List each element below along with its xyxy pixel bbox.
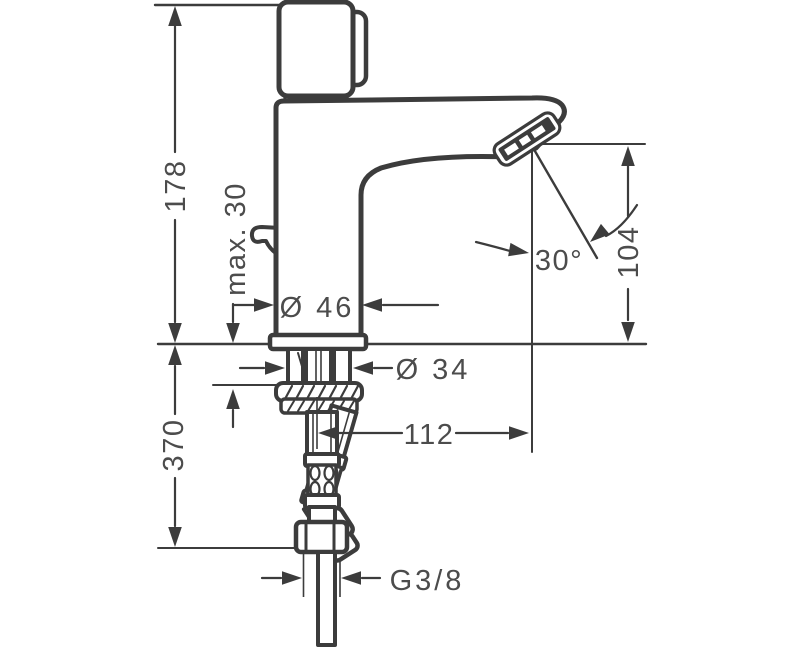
dimensions: 178 max. 30 Ø 46 Ø 34 370 <box>158 6 645 597</box>
shank-body <box>286 347 352 388</box>
arrowhead <box>621 146 635 166</box>
supply-hose-left <box>293 410 350 647</box>
dim-height-178: 178 <box>160 6 192 343</box>
dim-label-g38: G3/8 <box>390 565 465 597</box>
side-lever <box>249 225 282 258</box>
arrowhead <box>168 323 182 343</box>
dim-thread-g38: G3/8 <box>260 565 465 597</box>
dim-reach-112: 112 <box>316 397 529 451</box>
arrowhead <box>226 389 240 409</box>
dim-label-112: 112 <box>404 419 455 451</box>
arrowhead <box>508 242 531 260</box>
stream-angle-line <box>530 144 599 260</box>
faucet <box>249 0 567 647</box>
arrowhead <box>353 361 373 375</box>
aerator <box>492 111 562 167</box>
arrowhead <box>168 6 182 26</box>
arrowhead <box>265 361 285 375</box>
body-and-spout <box>273 95 567 345</box>
arrowhead <box>226 323 240 343</box>
dim-max-30: max. 30 <box>220 182 252 429</box>
arrowhead <box>509 426 529 440</box>
dim-dia-34: Ø 34 <box>238 354 471 386</box>
hex-nut <box>293 519 350 555</box>
arrowhead <box>282 571 302 585</box>
dim-label-dia34: Ø 34 <box>396 354 471 386</box>
handle <box>276 0 356 99</box>
dim-label-104: 104 <box>613 226 645 279</box>
base-ring <box>267 332 369 352</box>
arrowhead <box>168 527 182 547</box>
dim-label-30deg: 30° <box>535 245 583 277</box>
dim-label-max30: max. 30 <box>220 182 252 296</box>
dim-label-178: 178 <box>160 160 192 213</box>
arrowhead <box>621 322 635 342</box>
dim-label-370: 370 <box>158 419 190 472</box>
arrowhead <box>341 571 361 585</box>
arrowhead <box>362 298 382 312</box>
dim-height-104: 104 <box>613 146 645 342</box>
dim-dia-46: Ø 46 <box>231 292 440 324</box>
dim-label-dia46: Ø 46 <box>280 292 355 324</box>
shank <box>286 347 352 388</box>
connection-pipe <box>316 550 337 647</box>
arrowhead <box>254 298 274 312</box>
construction-lines <box>153 3 648 597</box>
dim-angle-30: 30° <box>474 203 639 277</box>
dim-length-370: 370 <box>158 345 190 547</box>
arrowhead <box>168 345 182 365</box>
